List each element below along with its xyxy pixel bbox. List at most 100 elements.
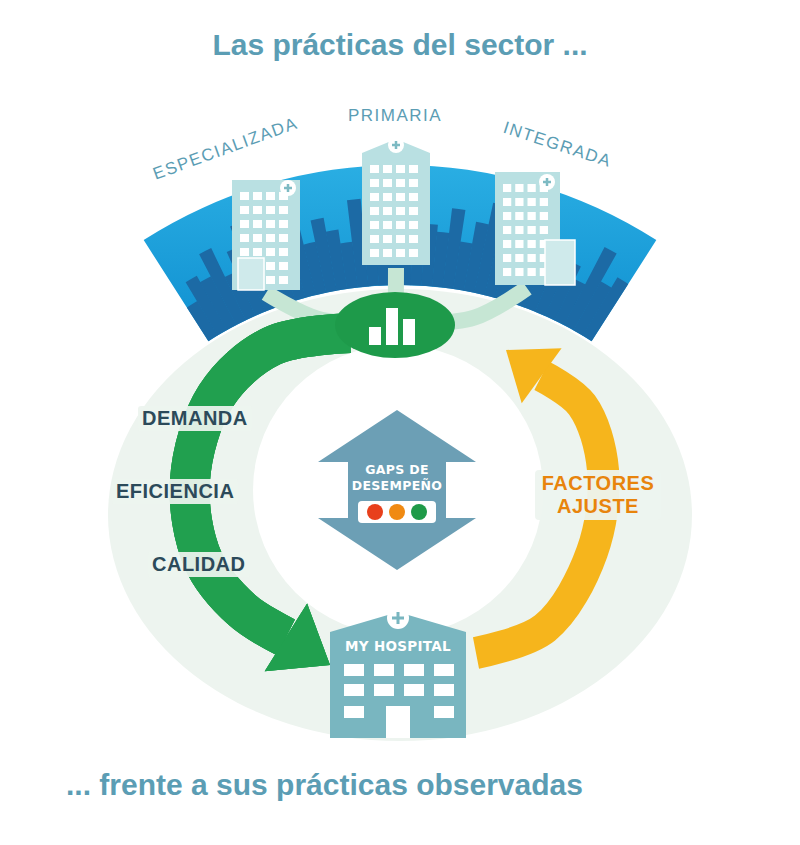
window	[503, 198, 511, 206]
window	[409, 165, 418, 173]
window	[383, 235, 392, 243]
window	[528, 268, 536, 276]
sector-building: INTEGRADA	[475, 110, 650, 290]
flow-arrow	[190, 288, 527, 671]
window	[409, 235, 418, 243]
arrowhead	[265, 604, 330, 672]
window	[240, 220, 249, 228]
title: Las prácticas del sector ...	[0, 28, 800, 62]
window	[434, 706, 454, 718]
skyline-block	[583, 277, 629, 341]
window	[344, 706, 364, 718]
flow-label: DEMANDA	[138, 406, 252, 431]
window	[409, 193, 418, 201]
window	[266, 192, 275, 200]
caption: ... frente a sus prácticas observadas	[66, 768, 583, 802]
double-arrow	[318, 410, 476, 570]
hospital-building: MY HOSPITAL	[330, 598, 476, 738]
window	[370, 193, 379, 201]
window	[396, 165, 405, 173]
window	[279, 262, 288, 270]
window	[528, 226, 536, 234]
hospital-body	[330, 612, 466, 738]
window	[266, 248, 275, 256]
window	[528, 254, 536, 262]
window	[266, 262, 275, 270]
cross	[392, 612, 404, 624]
sector-label: ESPECIALIZADA	[140, 109, 312, 189]
window	[409, 179, 418, 187]
window	[515, 212, 523, 220]
building-body	[362, 139, 430, 265]
sector-label: PRIMARIA	[320, 105, 470, 126]
cross	[543, 178, 551, 186]
flow-label: CALIDAD	[148, 552, 250, 577]
window	[503, 254, 511, 262]
window	[279, 206, 288, 214]
window	[344, 664, 364, 676]
window	[515, 184, 523, 192]
window	[253, 220, 262, 228]
gap-arrow: GAPS DE DESEMPEÑO	[318, 410, 476, 570]
window	[279, 220, 288, 228]
window	[240, 234, 249, 242]
node-art	[330, 598, 466, 738]
arrowhead	[506, 348, 562, 403]
bar-icon	[386, 308, 398, 345]
window	[383, 179, 392, 187]
door	[386, 706, 410, 738]
window	[404, 684, 424, 696]
cross-badge	[387, 607, 409, 629]
window	[528, 198, 536, 206]
node-label: MY HOSPITAL	[330, 638, 466, 655]
window	[374, 664, 394, 676]
window	[266, 220, 275, 228]
window	[409, 249, 418, 257]
window	[253, 192, 262, 200]
window	[344, 684, 364, 696]
window	[266, 276, 275, 284]
window	[503, 226, 511, 234]
window	[409, 221, 418, 229]
window	[374, 684, 394, 696]
flow-label: EFICIENCIA	[112, 479, 238, 504]
window	[240, 248, 249, 256]
window	[279, 248, 288, 256]
sector-building: PRIMARIA	[325, 95, 475, 270]
cross-badge	[280, 180, 296, 196]
window	[396, 235, 405, 243]
window	[396, 193, 405, 201]
window	[515, 226, 523, 234]
window	[540, 198, 548, 206]
sector-building: ESPECIALIZADA	[150, 110, 330, 295]
window	[515, 268, 523, 276]
window	[540, 226, 548, 234]
window	[434, 684, 454, 696]
window	[370, 179, 379, 187]
bar-icon	[369, 327, 381, 345]
window	[528, 184, 536, 192]
light-dot	[389, 504, 405, 520]
window	[515, 254, 523, 262]
building-body	[232, 180, 300, 290]
hub-ellipse	[335, 292, 455, 358]
light-dot	[367, 504, 383, 520]
cross-badge	[539, 174, 555, 190]
window	[404, 664, 424, 676]
window	[253, 248, 262, 256]
window	[528, 212, 536, 220]
window	[370, 221, 379, 229]
window	[383, 193, 392, 201]
window	[240, 192, 249, 200]
light-dot	[411, 504, 427, 520]
window	[253, 206, 262, 214]
window	[528, 240, 536, 248]
window	[266, 234, 275, 242]
window	[383, 207, 392, 215]
sector-label: INTEGRADA	[471, 107, 644, 181]
window	[279, 234, 288, 242]
window	[515, 198, 523, 206]
window	[383, 165, 392, 173]
node-label: GAPS DE DESEMPEÑO	[348, 462, 446, 493]
